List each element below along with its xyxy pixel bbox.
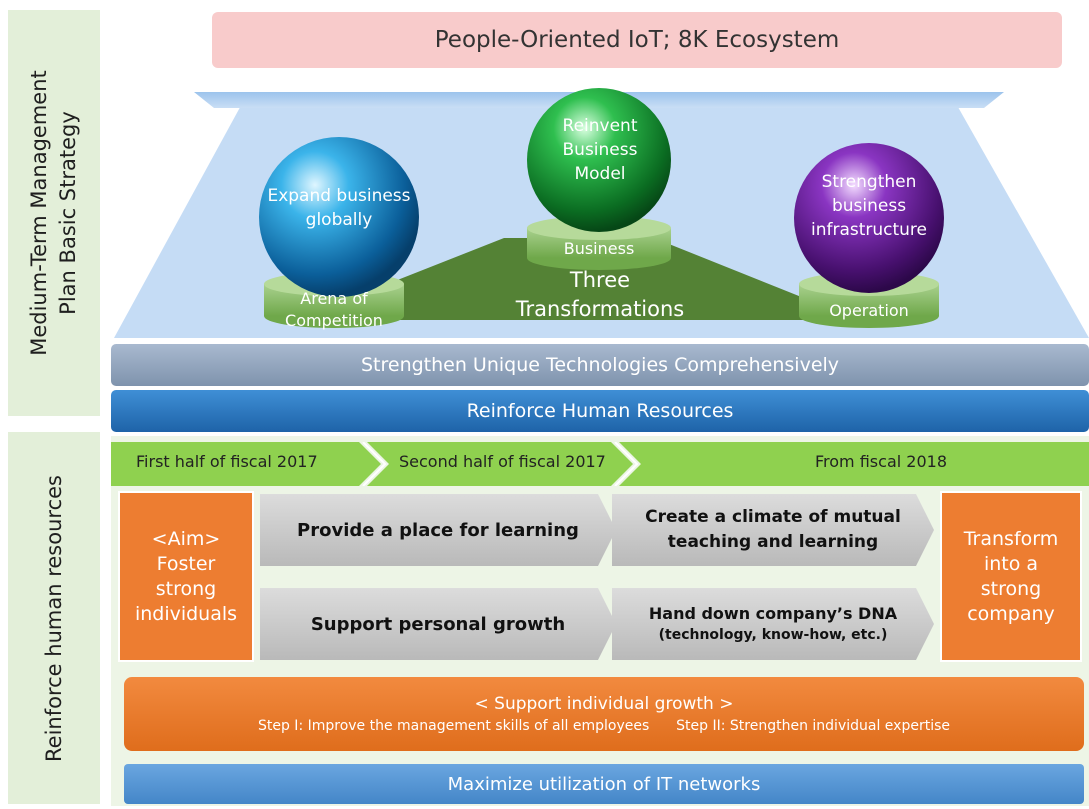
transformations-triangle [296, 238, 859, 320]
timeline-label-1: First half of fiscal 2017 [136, 452, 318, 471]
timeline-divider-1 [362, 442, 387, 486]
strategy-side-panel: Medium-Term Management Plan Basic Strate… [8, 10, 100, 416]
transform-line2: into a [983, 552, 1039, 575]
learning-place-text: Provide a place for learning [297, 519, 579, 541]
company-dna-line2: (technology, know-how, etc.) [658, 627, 888, 643]
strengthen-infra-sphere [794, 143, 944, 293]
technologies-bar-text: Strengthen Unique Technologies Comprehen… [360, 354, 840, 376]
reinvent-model-line3: Model [574, 164, 626, 184]
support-step-1: Step I: Improve the management skills of… [257, 718, 650, 734]
aim-line3: strong [155, 577, 217, 600]
transform-line4: company [967, 602, 1055, 625]
support-growth-title: < Support individual growth > [474, 694, 734, 714]
transform-line3: strong [980, 577, 1042, 600]
timeline-segment-2 [367, 442, 633, 486]
strategy-diagram [114, 88, 1089, 338]
operation-base-line1: Operation [829, 301, 909, 320]
arena-base-label: Arena of Competition [264, 288, 404, 332]
mutual-climate-step: Create a climate of mutual teaching and … [612, 494, 934, 566]
three-transformations-line2: Transformations [515, 297, 685, 321]
strengthen-infra-line3: infrastructure [810, 220, 928, 240]
learning-place-step: Provide a place for learning [260, 494, 616, 566]
reinvent-model-label: Reinvent Business Model [540, 114, 660, 186]
top-banner: People-Oriented IoT; 8K Ecosystem [212, 12, 1062, 68]
arena-base-line1: Arena of [300, 289, 368, 308]
company-dna-line1: Hand down company’s DNA [648, 604, 898, 623]
expand-globally-line2: globally [305, 210, 373, 230]
arena-base-line2: Competition [285, 311, 383, 330]
hr-side-label: Reinforce human resources [41, 474, 66, 762]
business-base-line1: Business [563, 239, 635, 258]
it-networks-text: Maximize utilization of IT networks [447, 773, 761, 795]
timeline-label-3: From fiscal 2018 [815, 452, 947, 471]
strategy-side-label: Medium-Term Management Plan Basic Strate… [25, 70, 83, 356]
strengthen-infra-line1: Strengthen [821, 172, 917, 192]
operation-base-label: Operation [799, 300, 939, 322]
support-step-2: Step II: Strengthen individual expertise [676, 718, 950, 734]
business-base-label: Business [527, 238, 671, 260]
personal-growth-text: Support personal growth [310, 613, 566, 635]
aim-line1: <Aim> [151, 527, 221, 550]
three-transformations-label: Three Transformations [490, 266, 710, 324]
expand-globally-line1: Expand business [267, 186, 411, 206]
reinvent-model-line1: Reinvent [562, 116, 638, 136]
timeline-divider-2 [614, 442, 639, 486]
strengthen-infra-line2: business [831, 196, 907, 216]
timeline-segment-3 [619, 442, 1089, 486]
company-dna-step: Hand down company’s DNA (technology, kno… [612, 588, 934, 660]
top-banner-text: People-Oriented IoT; 8K Ecosystem [434, 27, 840, 53]
timeline-segment-1 [111, 442, 381, 486]
strengthen-infra-label: Strengthen business infrastructure [804, 170, 934, 242]
three-transformations-line1: Three [569, 268, 631, 292]
reinvent-model-line2: Business [562, 140, 638, 160]
timeline-arrow [111, 442, 1089, 486]
aim-line4: individuals [134, 602, 238, 625]
personal-growth-step: Support personal growth [260, 588, 616, 660]
strategy-side-label-line2: Plan Basic Strategy [56, 111, 80, 315]
transform-box: Transform into a strong company [940, 491, 1082, 662]
human-resources-bar-text: Reinforce Human Resources [466, 400, 734, 422]
mutual-climate-line1: Create a climate of mutual [645, 507, 901, 527]
technologies-bar: Strengthen Unique Technologies Comprehen… [111, 344, 1089, 386]
aim-line2: Foster [156, 552, 216, 575]
transform-line1: Transform [963, 527, 1059, 550]
support-growth-bar: < Support individual growth > Step I: Im… [124, 677, 1084, 751]
support-growth-steps: Step I: Improve the management skills of… [258, 716, 950, 736]
reinvent-model-sphere [527, 88, 671, 232]
hr-side-panel: Reinforce human resources [8, 432, 100, 804]
expand-globally-sphere [259, 137, 419, 297]
timeline-label-2: Second half of fiscal 2017 [399, 452, 606, 471]
it-networks-bar: Maximize utilization of IT networks [124, 764, 1084, 804]
human-resources-bar: Reinforce Human Resources [111, 390, 1089, 432]
aim-box: <Aim> Foster strong individuals [118, 491, 254, 662]
strategy-side-label-line1: Medium-Term Management [27, 70, 51, 356]
mutual-climate-line2: teaching and learning [667, 532, 879, 552]
expand-globally-label: Expand business globally [254, 184, 424, 232]
